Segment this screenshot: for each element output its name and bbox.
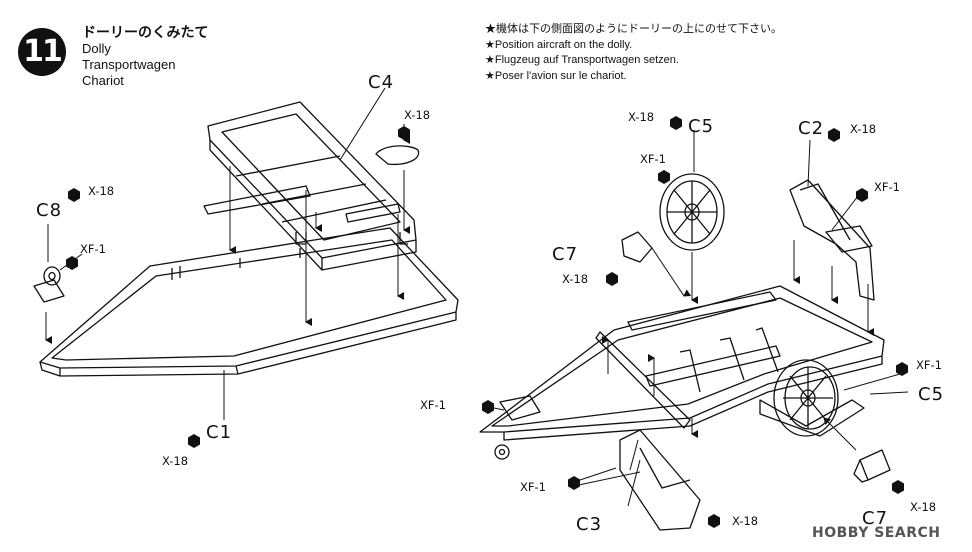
fastener-label-x18: X-18	[628, 110, 655, 124]
fastener-icons	[66, 116, 908, 528]
fastener-label-x18: X-18	[732, 514, 759, 528]
x18-hex-icon	[670, 116, 682, 130]
x18-hex-icon	[68, 188, 80, 202]
note-jp: ★機体は下の側面図のようにドーリーの上にのせて下さい。	[485, 23, 782, 35]
step-title-de: Transportwagen	[82, 57, 176, 72]
x18-hex-icon	[708, 514, 720, 528]
right-c2-bracket	[789, 179, 875, 301]
step-number-badge: 11	[18, 28, 66, 76]
step-title-jp: ドーリーのくみたて	[82, 25, 209, 41]
left-guides	[45, 87, 410, 420]
part-label-c7: C7	[862, 508, 889, 529]
part-label-c7: C7	[552, 244, 579, 265]
right-guides	[483, 130, 909, 507]
right-c5-wheel-top	[659, 173, 725, 251]
part-label-c3: C3	[576, 514, 603, 535]
part-label-c1: C1	[206, 422, 233, 443]
note-de: ★Flugzeug auf Transportwagen setzen.	[485, 54, 679, 66]
note-fr: ★Poser l'avion sur le chariot.	[485, 69, 627, 82]
x18-hex-icon	[828, 128, 840, 142]
fastener-label-xf1: XF-1	[80, 242, 106, 256]
right-main-frame	[479, 285, 885, 531]
step-title-en: Dolly	[82, 41, 111, 56]
xf1-hex-icon	[482, 400, 494, 414]
x18-hex-icon	[606, 272, 618, 286]
part-label-c5: C5	[918, 384, 945, 405]
left-c4-frame	[203, 101, 420, 271]
watermark: HOBBY SEARCH	[812, 525, 941, 541]
fastener-label-x18: X-18	[88, 184, 115, 198]
right-c5-wheel-bottom	[773, 359, 839, 437]
part-label-c4: C4	[368, 72, 395, 93]
note-en: ★Position aircraft on the dolly.	[485, 38, 633, 51]
step-title-fr: Chariot	[82, 73, 124, 88]
xf1-hex-icon	[896, 362, 908, 376]
right-c7-parts	[621, 231, 891, 483]
fastener-label-xf1: XF-1	[640, 152, 666, 166]
fastener-label-x18: X-18	[850, 122, 877, 136]
xf1-hex-icon	[658, 170, 670, 184]
fastener-label-xf1: XF-1	[420, 398, 446, 412]
part-label-c2: C2	[798, 118, 825, 139]
x18-hex-icon	[892, 480, 904, 494]
left-c8-caster	[33, 266, 65, 303]
part-label-c8: C8	[36, 200, 63, 221]
fastener-label-x18: X-18	[562, 272, 589, 286]
fastener-label-xf1: XF-1	[874, 180, 900, 194]
xf1-hex-icon	[856, 188, 868, 202]
fastener-label-x18: X-18	[910, 500, 937, 514]
left-c1-frame	[39, 227, 459, 377]
xf1-hex-icon	[568, 476, 580, 490]
fastener-label-x18: X-18	[404, 108, 431, 122]
fastener-label-x18: X-18	[162, 454, 189, 468]
x18-hex-icon	[188, 434, 200, 448]
xf1-hex-icon	[66, 256, 78, 270]
assembly-notes: ★機体は下の側面図のようにドーリーの上にのせて下さい。 ★Position ai…	[485, 22, 782, 84]
x18-hex-icon	[398, 126, 410, 140]
part-label-c5: C5	[688, 116, 715, 137]
fastener-label-xf1: XF-1	[520, 480, 546, 494]
fastener-label-xf1: XF-1	[916, 358, 942, 372]
